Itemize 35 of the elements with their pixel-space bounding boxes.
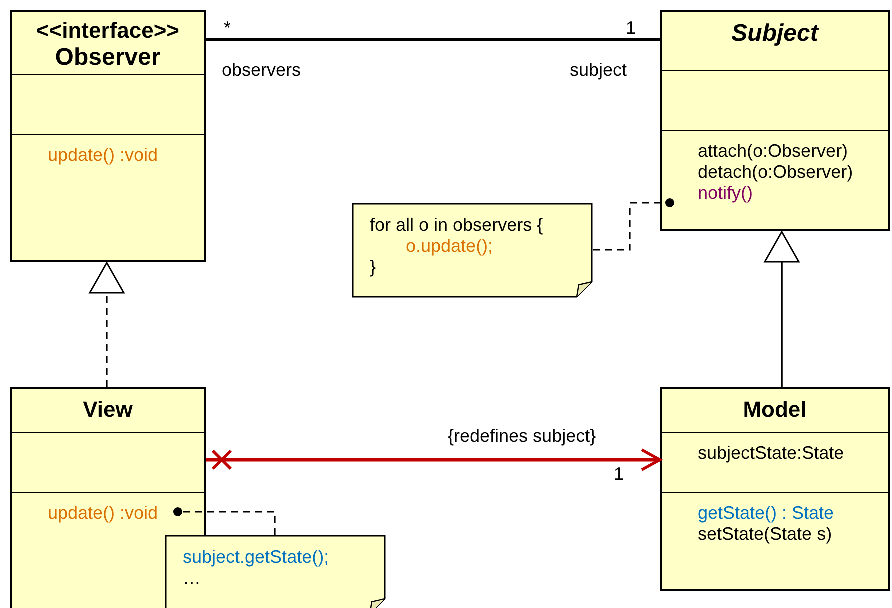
- class-name: Model: [742, 397, 808, 423]
- operation: setState(State s): [697, 524, 834, 545]
- class-name: Subject: [730, 20, 820, 48]
- class-box: [660, 10, 890, 231]
- operation: attach(o:Observer): [697, 141, 850, 162]
- stereotype: <<interface>>: [35, 18, 181, 44]
- note-text: subject.getState();: [182, 547, 330, 568]
- connector: [764, 231, 800, 387]
- multiplicity: *: [224, 18, 232, 39]
- multiplicity: 1: [614, 464, 624, 485]
- attribute: subjectState:State: [697, 443, 846, 464]
- note-text: }: [369, 257, 378, 278]
- class-box: [660, 387, 890, 591]
- note: [165, 535, 386, 608]
- class-name: View: [82, 397, 134, 423]
- note-text: …: [182, 568, 202, 589]
- class-box: [10, 10, 206, 262]
- operation: detach(o:Observer): [697, 162, 854, 183]
- note-text: for all o in observers {: [369, 215, 544, 236]
- note-text: o.update();: [405, 236, 494, 257]
- connector: [206, 448, 662, 472]
- note-connector: [174, 508, 276, 535]
- note: [352, 203, 593, 298]
- operation: getState() : State: [697, 503, 836, 524]
- multiplicity: 1: [626, 18, 636, 39]
- operation: update() :void: [47, 503, 160, 524]
- connector: [89, 262, 125, 387]
- class-name: Observer: [54, 44, 162, 72]
- operation: update() :void: [47, 145, 160, 166]
- operation: notify(): [697, 183, 754, 204]
- role-name: subject: [570, 60, 628, 81]
- note-connector: [593, 198, 674, 251]
- role-name: observers: [222, 60, 302, 81]
- edge-label: {redefines subject}: [448, 426, 596, 447]
- connector: [206, 38, 660, 42]
